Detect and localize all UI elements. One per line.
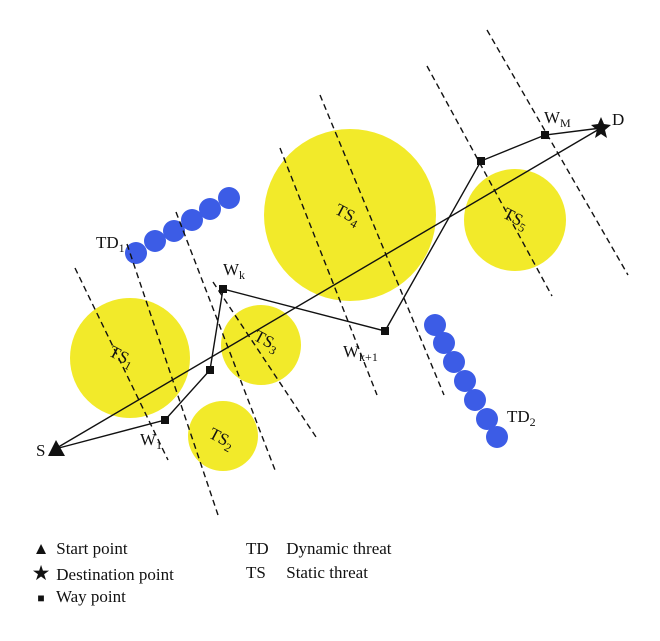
static-threat-ts4 [264,129,436,301]
legend-ts-abbr: TS [246,563,266,582]
waypoint-wk [219,285,227,293]
square-icon: ■ [37,591,45,605]
waypoint-mid [206,366,214,374]
legend-item-td: TD Dynamic threat [246,538,392,560]
start-label: S [36,441,45,460]
legend-item-start: ▲ Start point [30,538,128,560]
legend-destination-text: Destination point [56,565,174,584]
legend-item-waypoint: ■ Way point [30,586,126,608]
star-icon: ★ [31,561,51,585]
waypoint-label-w1: W1 [140,430,162,452]
waypoint-w1 [161,416,169,424]
legend: ▲ Start point ★ Destination point ■ Way … [30,538,630,628]
static-threat-ts5 [464,169,566,271]
waypoint-upper [477,157,485,165]
dynamic-threat-td1 [125,187,240,264]
planned-path [54,127,602,450]
direct-line-s-to-d [54,127,602,450]
waypoint-label-wm: WM [544,108,571,130]
legend-ts-text: Static threat [286,563,368,582]
waypoint-wm [541,131,549,139]
waypoint-label-wk: Wk [223,260,245,282]
threat-label-td2: TD2 [507,407,536,429]
start-triangle-icon [48,440,65,456]
legend-item-ts: TS Static threat [246,562,368,584]
legend-item-destination: ★ Destination point [30,562,174,584]
legend-start-text: Start point [56,539,128,558]
static-threats [70,129,566,471]
legend-td-text: Dynamic threat [286,539,392,558]
triangle-icon: ▲ [32,539,50,558]
dynamic-threat-td2 [424,314,508,448]
way-points [161,131,549,424]
legend-td-abbr: TD [246,539,269,558]
static-threat-ts2 [188,401,258,471]
legend-waypoint-text: Way point [55,587,126,606]
waypoint-wk1 [381,327,389,335]
threat-label-td1: TD1 [96,233,125,255]
waypoint-label-wk1: Wk+1 [343,342,378,364]
destination-label: D [612,110,624,129]
destination-star-icon [591,117,611,138]
